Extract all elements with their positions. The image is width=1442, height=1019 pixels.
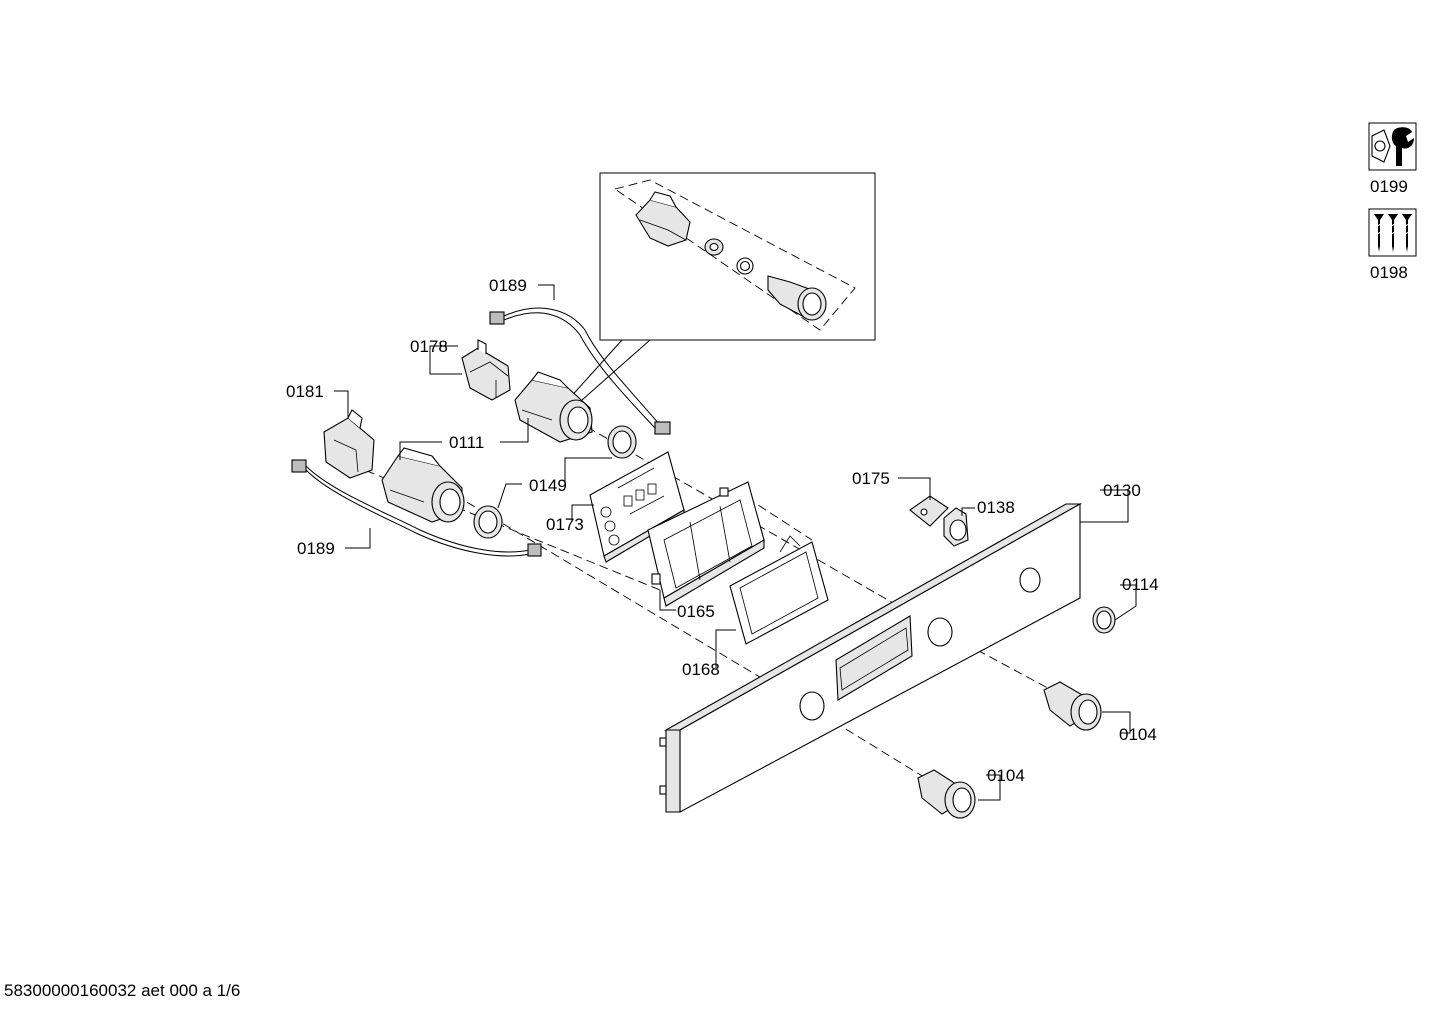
label-0173: 0173 — [546, 515, 584, 534]
part-0149-rings — [473, 425, 637, 539]
label-0168: 0168 — [682, 660, 720, 679]
tool-wrench-icon — [1368, 122, 1417, 171]
screws-icon — [1368, 208, 1417, 257]
label-0175: 0175 — [852, 469, 890, 488]
document-code: 58300000160032 aet 000 a 1/6 — [4, 981, 241, 1000]
label-0198: 0198 — [1370, 263, 1408, 282]
part-0104-knob-bottom — [917, 769, 976, 819]
label-0178: 0178 — [410, 337, 448, 356]
part-0111-switch-top — [514, 371, 593, 443]
label-0165: 0165 — [677, 602, 715, 621]
part-0181-bracket — [323, 409, 375, 479]
label-0181: 0181 — [286, 382, 324, 401]
wire-0189-top — [489, 307, 671, 435]
part-0114-ring — [1092, 606, 1116, 634]
part-0138-lamp — [943, 507, 969, 547]
label-0149: 0149 — [529, 476, 567, 495]
label-0130: 0130 — [1103, 481, 1141, 500]
label-0138: 0138 — [977, 498, 1015, 517]
part-0178-bracket — [461, 339, 511, 401]
part-0111-switch-bottom — [381, 447, 465, 523]
detail-inset — [567, 172, 876, 401]
label-0189-bottom: 0189 — [297, 539, 335, 558]
label-0104-bottom: 0104 — [987, 766, 1025, 785]
part-0130-control-panel — [659, 503, 1083, 813]
label-0189-top: 0189 — [489, 276, 527, 295]
label-0111: 0111 — [449, 433, 484, 452]
part-0175-board — [909, 495, 949, 527]
leader-lines — [334, 284, 1137, 801]
label-0114: 0114 — [1122, 575, 1159, 594]
label-0104-right: 0104 — [1119, 725, 1157, 744]
part-labels: 0189 0178 0181 0111 0149 0173 0189 0165 … — [286, 276, 1159, 785]
part-0165-frame — [647, 481, 765, 607]
label-0199: 0199 — [1370, 177, 1408, 196]
part-0168-display-frame — [729, 535, 829, 645]
part-0104-knob-right — [1043, 681, 1102, 731]
wire-0189-bottom — [291, 459, 542, 557]
